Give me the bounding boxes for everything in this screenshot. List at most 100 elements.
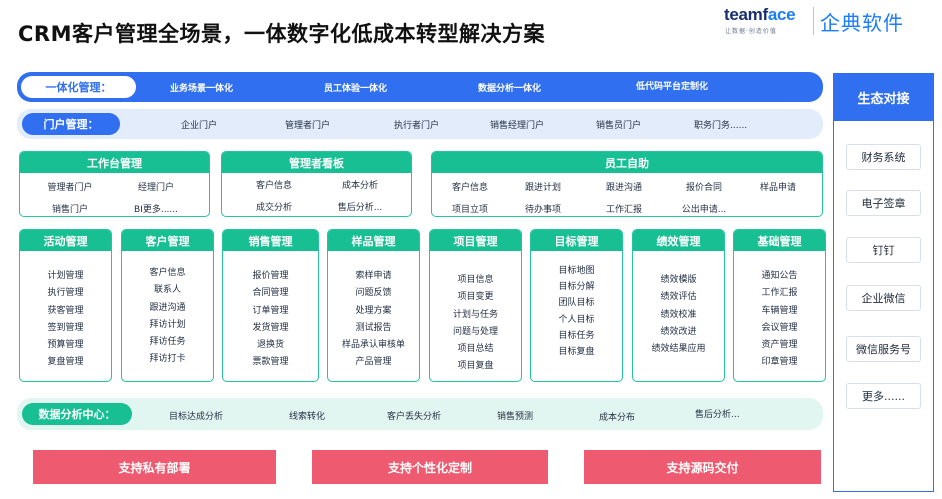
module-item: 跟进沟通 [149,302,186,313]
module-item: 目标分解 [558,282,595,293]
integration-item: 数据分析一体化 [478,84,542,94]
module-item: 团队目标 [558,298,595,309]
module-item: 绩效校准 [660,309,697,320]
module-item: 目标地图 [558,266,595,276]
analysis-item: 客户丢失分析 [387,412,442,422]
module-item: 合同管理 [252,288,289,299]
analysis-label: 数据分析中心： [22,403,132,425]
logo-tagline: 让数据·创造价值 [725,28,777,35]
module-title: 项目管理 [430,230,521,251]
module-title: 基础管理 [734,230,825,251]
module-item: 问题反馈 [355,288,392,299]
target-module: 目标管理 目标地图 目标分解 团队目标 个人目标 目标任务 目标复盘 [530,229,623,382]
module-item: 联系人 [153,285,181,296]
module-item: 项目复盘 [457,361,494,372]
analysis-item: 售后分析... [695,410,740,420]
portal-item: 管理者门户 [285,121,331,131]
module-item: 跟进计划 [524,183,562,193]
customer-module: 客户管理 客户信息 联系人 跟进沟通 拜访计划 拜访任务 拜访打卡 [121,229,214,382]
module-item: 公出申请... [681,205,727,215]
module-item: 会议管理 [761,322,798,333]
portal-label: 门户管理： [22,113,120,135]
portal-bar: 门户管理： 企业门户 管理者门户 执行者门户 销售经理门户 销售员门户 职务门务… [17,109,823,139]
logo-divider [813,7,814,35]
ecosystem-panel: 生态对接 财务系统 电子签章 钉钉 企业微信 微信服务号 更多...... [833,73,934,492]
ecosystem-item[interactable]: 微信服务号 [846,336,921,362]
logo-company-name: 企典软件 [820,11,904,35]
integration-item: 业务场景一体化 [170,84,234,94]
module-item: 绩效模版 [660,275,697,285]
ecosystem-item[interactable]: 更多...... [846,383,921,409]
module-item: 计划与任务 [452,309,498,320]
portal-item: 企业门户 [181,121,218,131]
module-item: 计划管理 [47,271,84,281]
module-item: 管理者门户 [47,183,93,193]
module-item: 绩效结果应用 [651,344,706,355]
workbench-module: 工作台管理 管理者门户 经理门户 销售门户 BI更多...... [19,151,210,217]
module-item: 工作汇报 [761,288,798,299]
private-deploy-button[interactable]: 支持私有部署 [33,450,276,484]
module-item: 目标任务 [558,330,595,341]
module-item: 待办事项 [524,205,562,215]
ecosystem-item[interactable]: 企业微信 [846,285,921,311]
module-item: 拜访任务 [149,337,186,348]
analysis-item: 目标达成分析 [169,412,224,422]
module-item: 经理门户 [137,183,175,193]
integration-bar: 一体化管理： 业务场景一体化 员工体验一体化 数据分析一体化 低代码平台定制化 [17,72,823,102]
module-item: 产品管理 [355,357,392,368]
module-item: 客户信息 [255,181,293,191]
portal-item: 职务门务...... [694,121,748,131]
ecosystem-item[interactable]: 电子签章 [846,190,921,216]
module-title: 样品管理 [328,230,419,251]
module-item: 索样申请 [355,271,392,281]
module-title: 目标管理 [531,230,622,251]
module-item: 资产管理 [761,340,798,351]
module-item: 报价管理 [252,271,289,281]
module-item: 项目变更 [457,292,494,303]
module-item: 售后分析... [337,203,383,213]
module-item: 签到管理 [47,322,84,333]
integration-item: 低代码平台定制化 [636,82,709,92]
custom-build-button[interactable]: 支持个性化定制 [312,450,548,484]
ecosystem-item[interactable]: 钉钉 [846,237,921,263]
module-title: 客户管理 [122,230,213,251]
module-item: 绩效评估 [660,292,697,303]
module-item: BI更多...... [134,205,178,215]
manager-board-module: 管理者看板 客户信息 成本分析 成交分析 售后分析... [221,151,412,217]
portal-item: 销售员门户 [596,121,642,131]
sales-module: 销售管理 报价管理 合同管理 订单管理 发货管理 退换货 票款管理 [222,229,319,382]
module-item: 复盘管理 [47,357,84,368]
module-title: 管理者看板 [222,152,411,173]
module-item: 绩效改进 [660,326,697,337]
logo-wordmark: teamface [724,5,796,24]
self-service-module: 员工自助 客户信息 跟进计划 跟进沟通 报价合同 样品申请 项目立项 待办事项 … [431,151,823,217]
module-item: 项目总结 [457,344,494,355]
ecosystem-item[interactable]: 财务系统 [846,144,921,170]
module-item: 项目立项 [451,205,489,215]
portal-item: 销售经理门户 [490,121,545,131]
module-title: 销售管理 [223,230,318,251]
module-item: 印章管理 [761,357,798,368]
sample-module: 样品管理 索样申请 问题反馈 处理方案 测试报告 样品承认审核单 产品管理 [327,229,420,382]
ecosystem-title: 生态对接 [834,74,933,121]
integration-label: 一体化管理： [21,76,136,98]
module-title: 员工自助 [432,152,822,173]
analysis-item: 销售预测 [497,412,534,422]
portal-item: 执行者门户 [394,121,440,131]
module-item: 成交分析 [255,203,293,213]
module-item: 票款管理 [252,357,289,368]
analysis-bar: 数据分析中心： 目标达成分析 线索转化 客户丢失分析 销售预测 成本分布 售后分… [17,398,823,430]
source-code-button[interactable]: 支持源码交付 [584,450,821,484]
module-title: 绩效管理 [633,230,724,251]
module-item: 测试报告 [355,322,392,333]
module-item: 项目信息 [457,275,494,285]
activity-module: 活动管理 计划管理 执行管理 获客管理 签到管理 预算管理 复盘管理 [19,229,112,382]
module-item: 客户信息 [149,268,186,278]
page-title: CRM客户管理全场景，一体数字化低成本转型解决方案 [18,22,545,46]
module-title: 工作台管理 [20,152,209,173]
module-item: 工作汇报 [605,205,643,215]
module-item: 发货管理 [252,322,289,333]
module-item: 退换货 [256,340,284,351]
module-item: 拜访计划 [149,319,186,330]
module-item: 获客管理 [47,305,84,316]
